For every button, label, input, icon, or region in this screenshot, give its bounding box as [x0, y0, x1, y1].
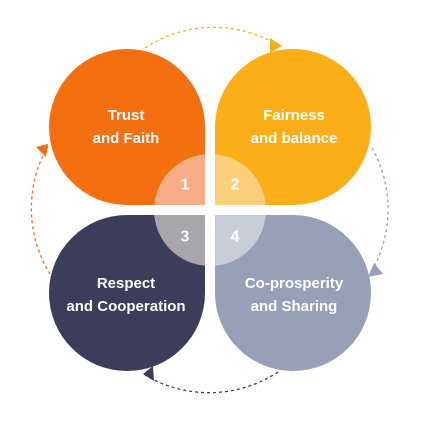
arrow-head-bottom [143, 366, 154, 381]
label-trust-line1: Trust [108, 107, 145, 124]
number-coprosperity: 4 [231, 229, 240, 246]
number-trust: 1 [181, 177, 190, 194]
label-fairness-line1: Fairness [263, 107, 325, 124]
label-respect-line2: and Cooperation [66, 298, 185, 315]
label-coprosperity-line2: and Sharing [251, 298, 338, 315]
number-respect: 3 [181, 229, 190, 246]
petal-trust [49, 49, 205, 205]
arrow-head-right [368, 263, 383, 277]
label-fairness-line2: and balance [251, 130, 338, 147]
label-respect-line1: Respect [97, 275, 155, 292]
label-trust-line2: and Faith [93, 130, 160, 147]
petal-coprosperity [215, 215, 371, 371]
petal-respect [49, 215, 205, 371]
petal-fairness [215, 49, 371, 205]
flow-arc-top [144, 26, 277, 49]
number-fairness: 2 [231, 177, 240, 194]
flow-arc-left [30, 145, 51, 275]
flow-arc-right [369, 147, 389, 275]
flow-arc-bottom [144, 371, 279, 394]
label-coprosperity-line1: Co-prosperity [245, 275, 344, 292]
arrow-head-top [270, 38, 282, 53]
arrow-head-left [36, 144, 48, 157]
